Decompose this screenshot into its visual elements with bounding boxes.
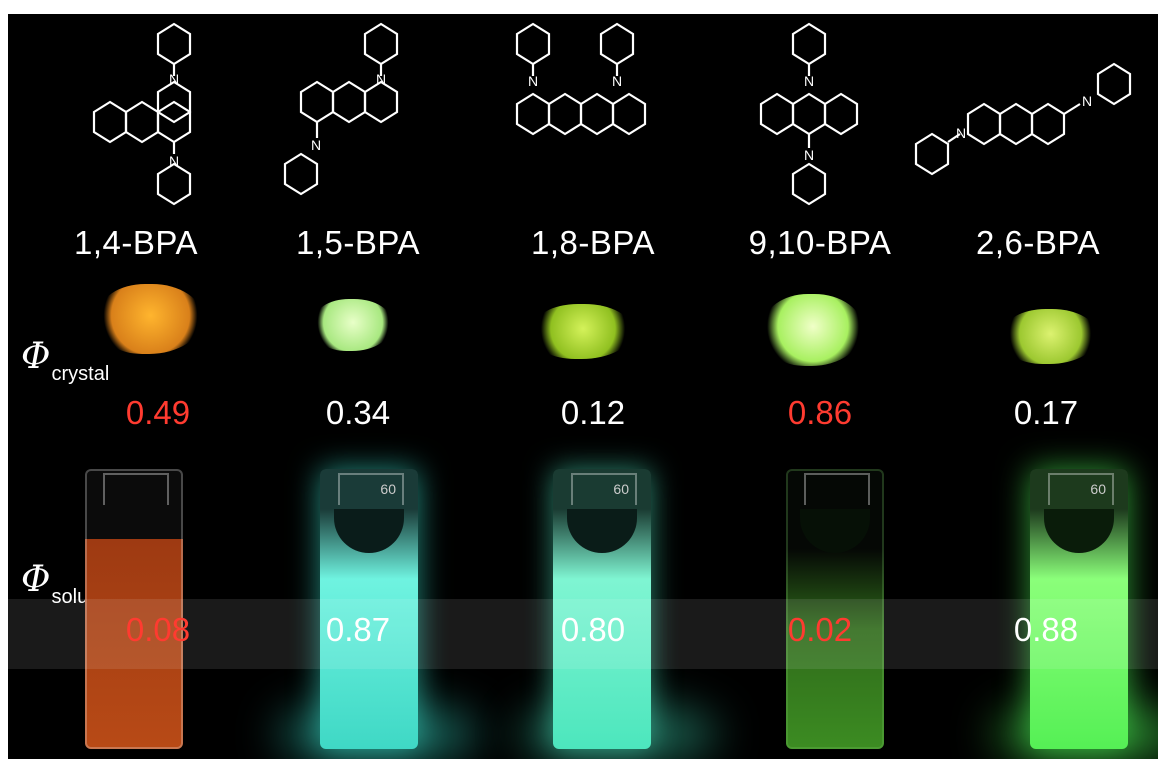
compound-label: 1,4-BPA [74,224,198,261]
n-atom: N [956,125,966,141]
cuvette-mark: 60 [1090,481,1106,497]
crystal-powder [763,294,863,366]
cuvette-cap: 60 [338,473,404,505]
cuvette-1-5-bpa: 60 [320,469,418,749]
meniscus [800,509,870,553]
crystal-powder [313,299,393,351]
cuvette-1-4-bpa [85,469,183,749]
crystal-powder [1003,309,1098,364]
crystal-subscript: crystal [51,363,110,385]
structure-1-5-bpa: N N [283,22,399,196]
crystal-powder [533,304,633,359]
cuvette-cap: 60 [1048,473,1114,505]
meniscus [1044,509,1114,553]
structure-2-6-bpa: N N [914,62,1132,176]
crystal-powder [98,284,203,354]
cuvette-cap: 60 [571,473,637,505]
n-atom: N [804,73,814,89]
meniscus [334,509,404,553]
cuvette-9-10-bpa [786,469,884,749]
solution-quantum-yield: 0.08 [125,611,191,648]
solution-quantum-yield: 0.80 [560,611,626,648]
solution-quantum-yield: 0.02 [787,611,853,648]
phi-crystal-label: Φcrystal [21,336,109,386]
crystal-quantum-yield: 0.49 [125,394,191,431]
structure-1-8-bpa: N N [515,22,647,136]
cuvette-cap [103,473,169,505]
n-atom: N [528,73,538,89]
compound-label: 1,8-BPA [531,224,655,261]
solution-quantum-yield: 0.87 [325,611,391,648]
compound-label: 9,10-BPA [748,224,892,261]
compound-label: 2,6-BPA [976,224,1100,261]
cuvette-2-6-bpa: 60 [1030,469,1128,749]
cuvette-mark: 60 [380,481,396,497]
crystal-quantum-yield: 0.12 [560,394,626,431]
crystal-quantum-yield: 0.17 [1013,394,1079,431]
crystal-quantum-yield: 0.86 [787,394,853,431]
n-atom: N [804,147,814,163]
structure-9-10-bpa: N N [759,22,859,206]
crystal-quantum-yield: 0.34 [325,394,391,431]
phi-symbol: Φ [21,559,51,600]
n-atom: N [376,71,386,87]
solution-quantum-yield: 0.88 [1013,611,1079,648]
meniscus [567,509,637,553]
solution-values-band [8,599,1158,669]
n-atom: N [169,153,179,169]
compound-label: 1,5-BPA [296,224,420,261]
photo-scene: N N N N N N N N [8,14,1158,759]
n-atom: N [1082,93,1092,109]
cuvette-1-8-bpa: 60 [553,469,651,749]
phi-symbol: Φ [21,336,51,377]
structure-1-4-bpa: N N [92,22,192,206]
n-atom: N [311,137,321,153]
n-atom: N [612,73,622,89]
n-atom: N [169,71,179,87]
cuvette-mark: 60 [613,481,629,497]
cuvette-cap [804,473,870,505]
